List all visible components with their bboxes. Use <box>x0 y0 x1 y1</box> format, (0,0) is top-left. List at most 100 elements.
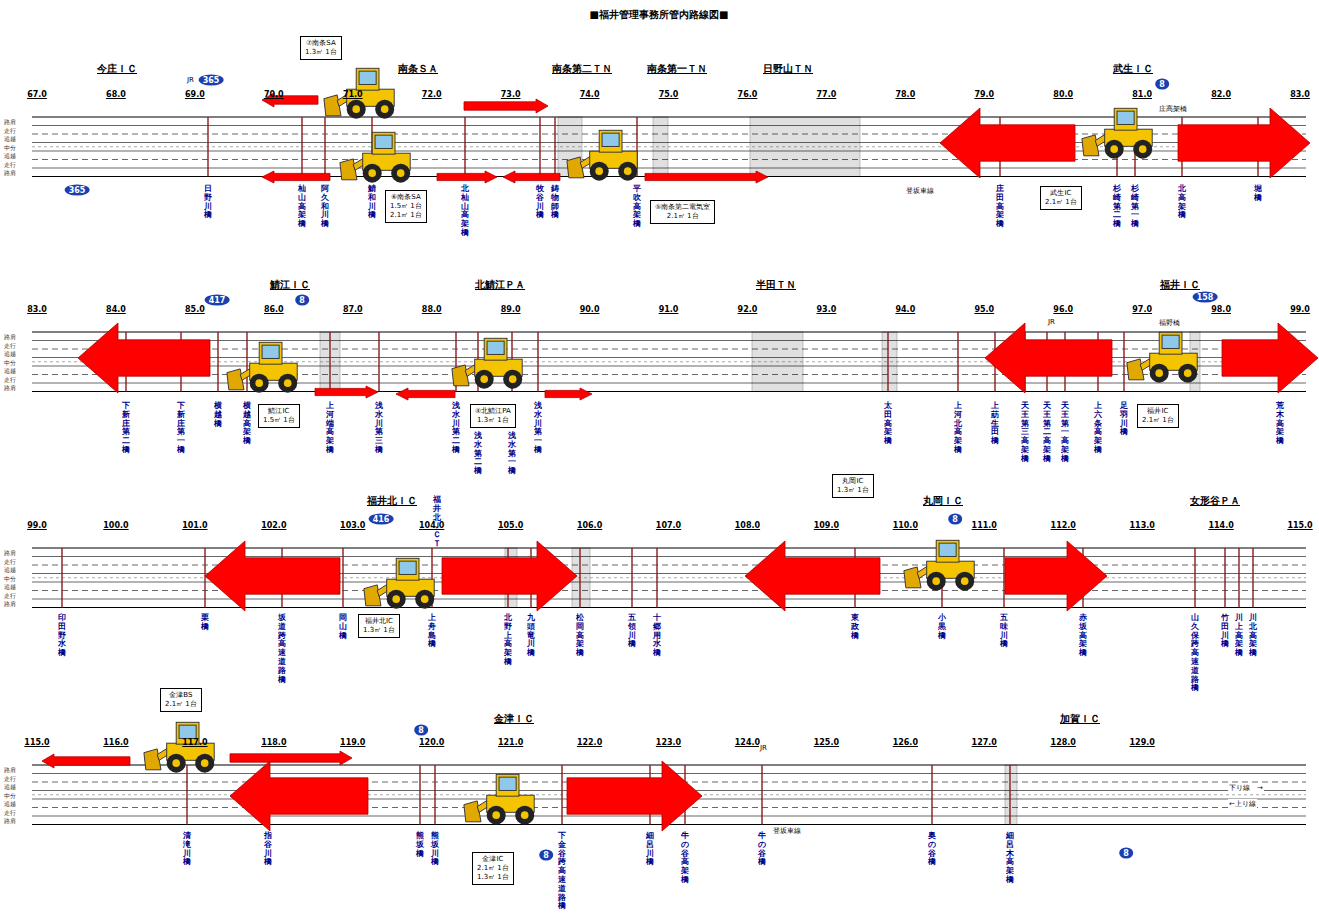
route-number: 8 <box>1155 79 1169 90</box>
direction-arrow <box>1178 108 1310 178</box>
lane-name: 路肩 <box>4 169 16 176</box>
km-post: 109.0 <box>814 521 839 530</box>
bridge-line <box>631 548 632 608</box>
km-post: 124.0 <box>735 738 760 747</box>
bridge-name: 堀橋 <box>1254 185 1262 203</box>
bridge-name: 下金谷跨高速道路橋 <box>558 832 566 911</box>
km-post: 83.0 <box>1290 90 1310 99</box>
bridge-name: 北高架橋 <box>1178 185 1186 220</box>
km-post: 118.0 <box>261 738 286 747</box>
box-heading: ④北鯖江PA <box>475 407 511 416</box>
lane-name: 走行 <box>4 592 16 599</box>
wheel-loader <box>1127 332 1197 382</box>
equipment-box: 武生IC2.1㎥ 1台 <box>1040 186 1082 210</box>
note-label: JR <box>1047 318 1056 326</box>
direction-arrow <box>205 541 340 611</box>
lane-name: 中分 <box>4 359 16 366</box>
box-heading: ⑤南条第二電気室 <box>655 203 710 212</box>
bridge-line <box>324 117 325 177</box>
bridge-name: 細呂川橋 <box>646 832 654 867</box>
wheel-loader <box>144 722 214 772</box>
lane-name: 走行 <box>4 127 16 134</box>
route-number: 8 <box>1119 848 1133 859</box>
box-detail: 2.1㎥ 1台 <box>1045 198 1077 207</box>
route-number: 8 <box>295 295 309 306</box>
note-label: 登坂車線 <box>772 826 802 836</box>
km-post: 98.0 <box>1211 305 1231 314</box>
section-name: 今庄ＩＣ <box>97 62 137 76</box>
bridge-name: 平吹高架橋 <box>633 185 641 229</box>
bridge-line <box>957 332 958 392</box>
section-name: 福井ＩＣ <box>1160 278 1200 292</box>
km-post: 111.0 <box>972 521 997 530</box>
lane-name: 路肩 <box>4 384 16 391</box>
km-post: 69.0 <box>185 90 205 99</box>
lane-name: 走行 <box>4 558 16 565</box>
box-heading: ⑥南条SA <box>390 193 422 202</box>
lane-name: 路肩 <box>4 817 16 824</box>
km-post: 78.0 <box>895 90 915 99</box>
km-post: 102.0 <box>261 521 286 530</box>
km-post: 103.0 <box>340 521 365 530</box>
wheel-loader <box>324 68 394 118</box>
bridge-line <box>1003 548 1004 608</box>
km-post: 76.0 <box>738 90 758 99</box>
route-number: 365 <box>65 185 90 196</box>
bridge-name: 横越高架橋 <box>243 402 251 446</box>
bridge-line <box>761 765 762 825</box>
lane-line <box>32 556 1306 557</box>
bridge-line <box>329 332 330 392</box>
bridge-name: 牛の谷高架橋 <box>681 832 689 885</box>
km-post: 82.0 <box>1211 90 1231 99</box>
box-heading: 福井IC <box>1142 407 1174 416</box>
lane-name: 中分 <box>4 144 16 151</box>
lane-name: 追越 <box>4 367 16 374</box>
direction-arrow <box>545 388 592 400</box>
bridge-name: 杉崎第二橋 <box>1113 185 1121 229</box>
box-detail: 2.1㎥ 1台 <box>390 211 422 220</box>
bridge-line <box>464 117 465 177</box>
bridge-line <box>561 765 562 825</box>
km-post: 94.0 <box>895 305 915 314</box>
bridge-name: 杣山高架橋 <box>298 185 306 229</box>
lane-name: 追越 <box>4 135 16 142</box>
km-post: 129.0 <box>1130 738 1155 747</box>
lane-name: 追越 <box>4 783 16 790</box>
lane-name: 走行 <box>4 161 16 168</box>
km-post: 108.0 <box>735 521 760 530</box>
route-number: 365 <box>199 75 224 86</box>
note-label: 登坂車線 <box>905 186 935 196</box>
bridge-line <box>186 765 187 825</box>
km-post: 122.0 <box>577 738 602 747</box>
box-heading: 福井北IC <box>363 617 395 626</box>
bridge-line <box>931 765 932 825</box>
bridge-line <box>1009 765 1010 825</box>
junction-name: 福井北ＪＣＴ <box>433 496 441 549</box>
bridge-name: 川上高架橋 <box>1235 614 1243 658</box>
km-post: 100.0 <box>103 521 128 530</box>
km-post: 77.0 <box>817 90 837 99</box>
km-post: 128.0 <box>1051 738 1076 747</box>
km-post: 120.0 <box>419 738 444 747</box>
km-post: 119.0 <box>340 738 365 747</box>
bridge-line <box>217 332 218 392</box>
lane-name: 追越 <box>4 583 16 590</box>
equipment-box: ④北鯖江PA1.3㎥ 1台 <box>470 404 516 428</box>
route-number: 8 <box>948 514 962 525</box>
bridge-name: 牧谷川橋 <box>536 185 544 220</box>
km-post: 126.0 <box>893 738 918 747</box>
lane-name: 路肩 <box>4 600 16 607</box>
bridge-name: 天王第三高架橋 <box>1021 402 1029 464</box>
bridge-line <box>204 548 205 608</box>
route-number: 8 <box>414 725 428 736</box>
wheel-loader <box>227 342 297 392</box>
km-post: 115.0 <box>24 738 49 747</box>
bridge-name: 上河北高架橋 <box>954 402 962 455</box>
lane-name: 走行 <box>4 376 16 383</box>
section-name: 北鯖江ＰＡ <box>475 278 525 292</box>
note-label: JR <box>759 744 768 752</box>
bridge-line <box>419 765 420 825</box>
bridge-name: 太田高架橋 <box>884 402 892 446</box>
bridge-name: 浅水第二橋 <box>474 432 482 476</box>
